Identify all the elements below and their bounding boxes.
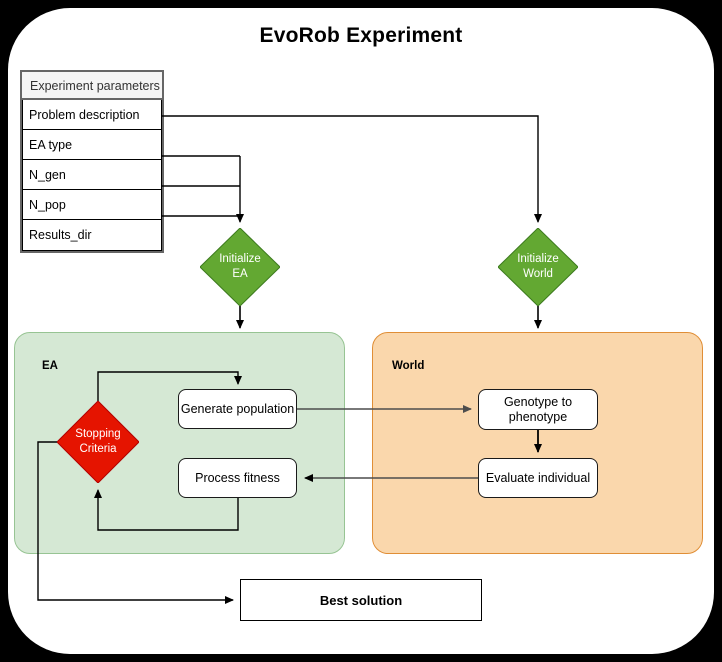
stopping-criteria-node[interactable]: Stopping Criteria — [56, 400, 140, 484]
init-ea-node[interactable]: Initialize EA — [199, 227, 281, 307]
genotype-to-phenotype-node[interactable]: Genotype to phenotype — [478, 389, 598, 430]
evaluate-individual-label: Evaluate individual — [485, 470, 591, 485]
edge-problem-to-init-world — [161, 115, 542, 223]
edge-stopping-to-best-solution — [37, 441, 234, 604]
generate-population-label: Generate population — [180, 401, 295, 416]
best-solution-label: Best solution — [319, 592, 403, 608]
table-body: Problem description EA type N_gen N_pop … — [22, 100, 162, 251]
world-container-label: World — [392, 360, 425, 372]
table-header: Experiment parameters — [22, 72, 162, 100]
genotype-line2: phenotype — [508, 409, 568, 424]
table-row[interactable]: N_pop — [23, 190, 161, 220]
init-world-node[interactable]: Initialize World — [497, 227, 579, 307]
table-row[interactable]: EA type — [23, 130, 161, 160]
generate-population-node[interactable]: Generate population — [178, 389, 297, 429]
experiment-parameters-table: Experiment parameters Problem descriptio… — [20, 70, 164, 253]
ea-container-label: EA — [42, 360, 58, 372]
edge-stopping-to-generate — [97, 371, 242, 401]
genotype-to-phenotype-label: Genotype to phenotype — [504, 395, 572, 425]
edge-process-to-stopping — [94, 489, 239, 531]
diamond-shape-icon — [56, 400, 140, 484]
process-fitness-node[interactable]: Process fitness — [178, 458, 297, 498]
diamond-shape-icon — [497, 227, 579, 307]
genotype-line1: Genotype to — [503, 394, 573, 409]
table-row[interactable]: Results_dir — [23, 220, 161, 250]
best-solution-node[interactable]: Best solution — [240, 579, 482, 621]
table-row[interactable]: Problem description — [23, 100, 161, 130]
process-fitness-label: Process fitness — [195, 470, 280, 485]
evaluate-individual-node[interactable]: Evaluate individual — [478, 458, 598, 498]
diamond-shape-icon — [199, 227, 281, 307]
table-row[interactable]: N_gen — [23, 160, 161, 190]
page-title: EvoRob Experiment — [259, 24, 463, 47]
